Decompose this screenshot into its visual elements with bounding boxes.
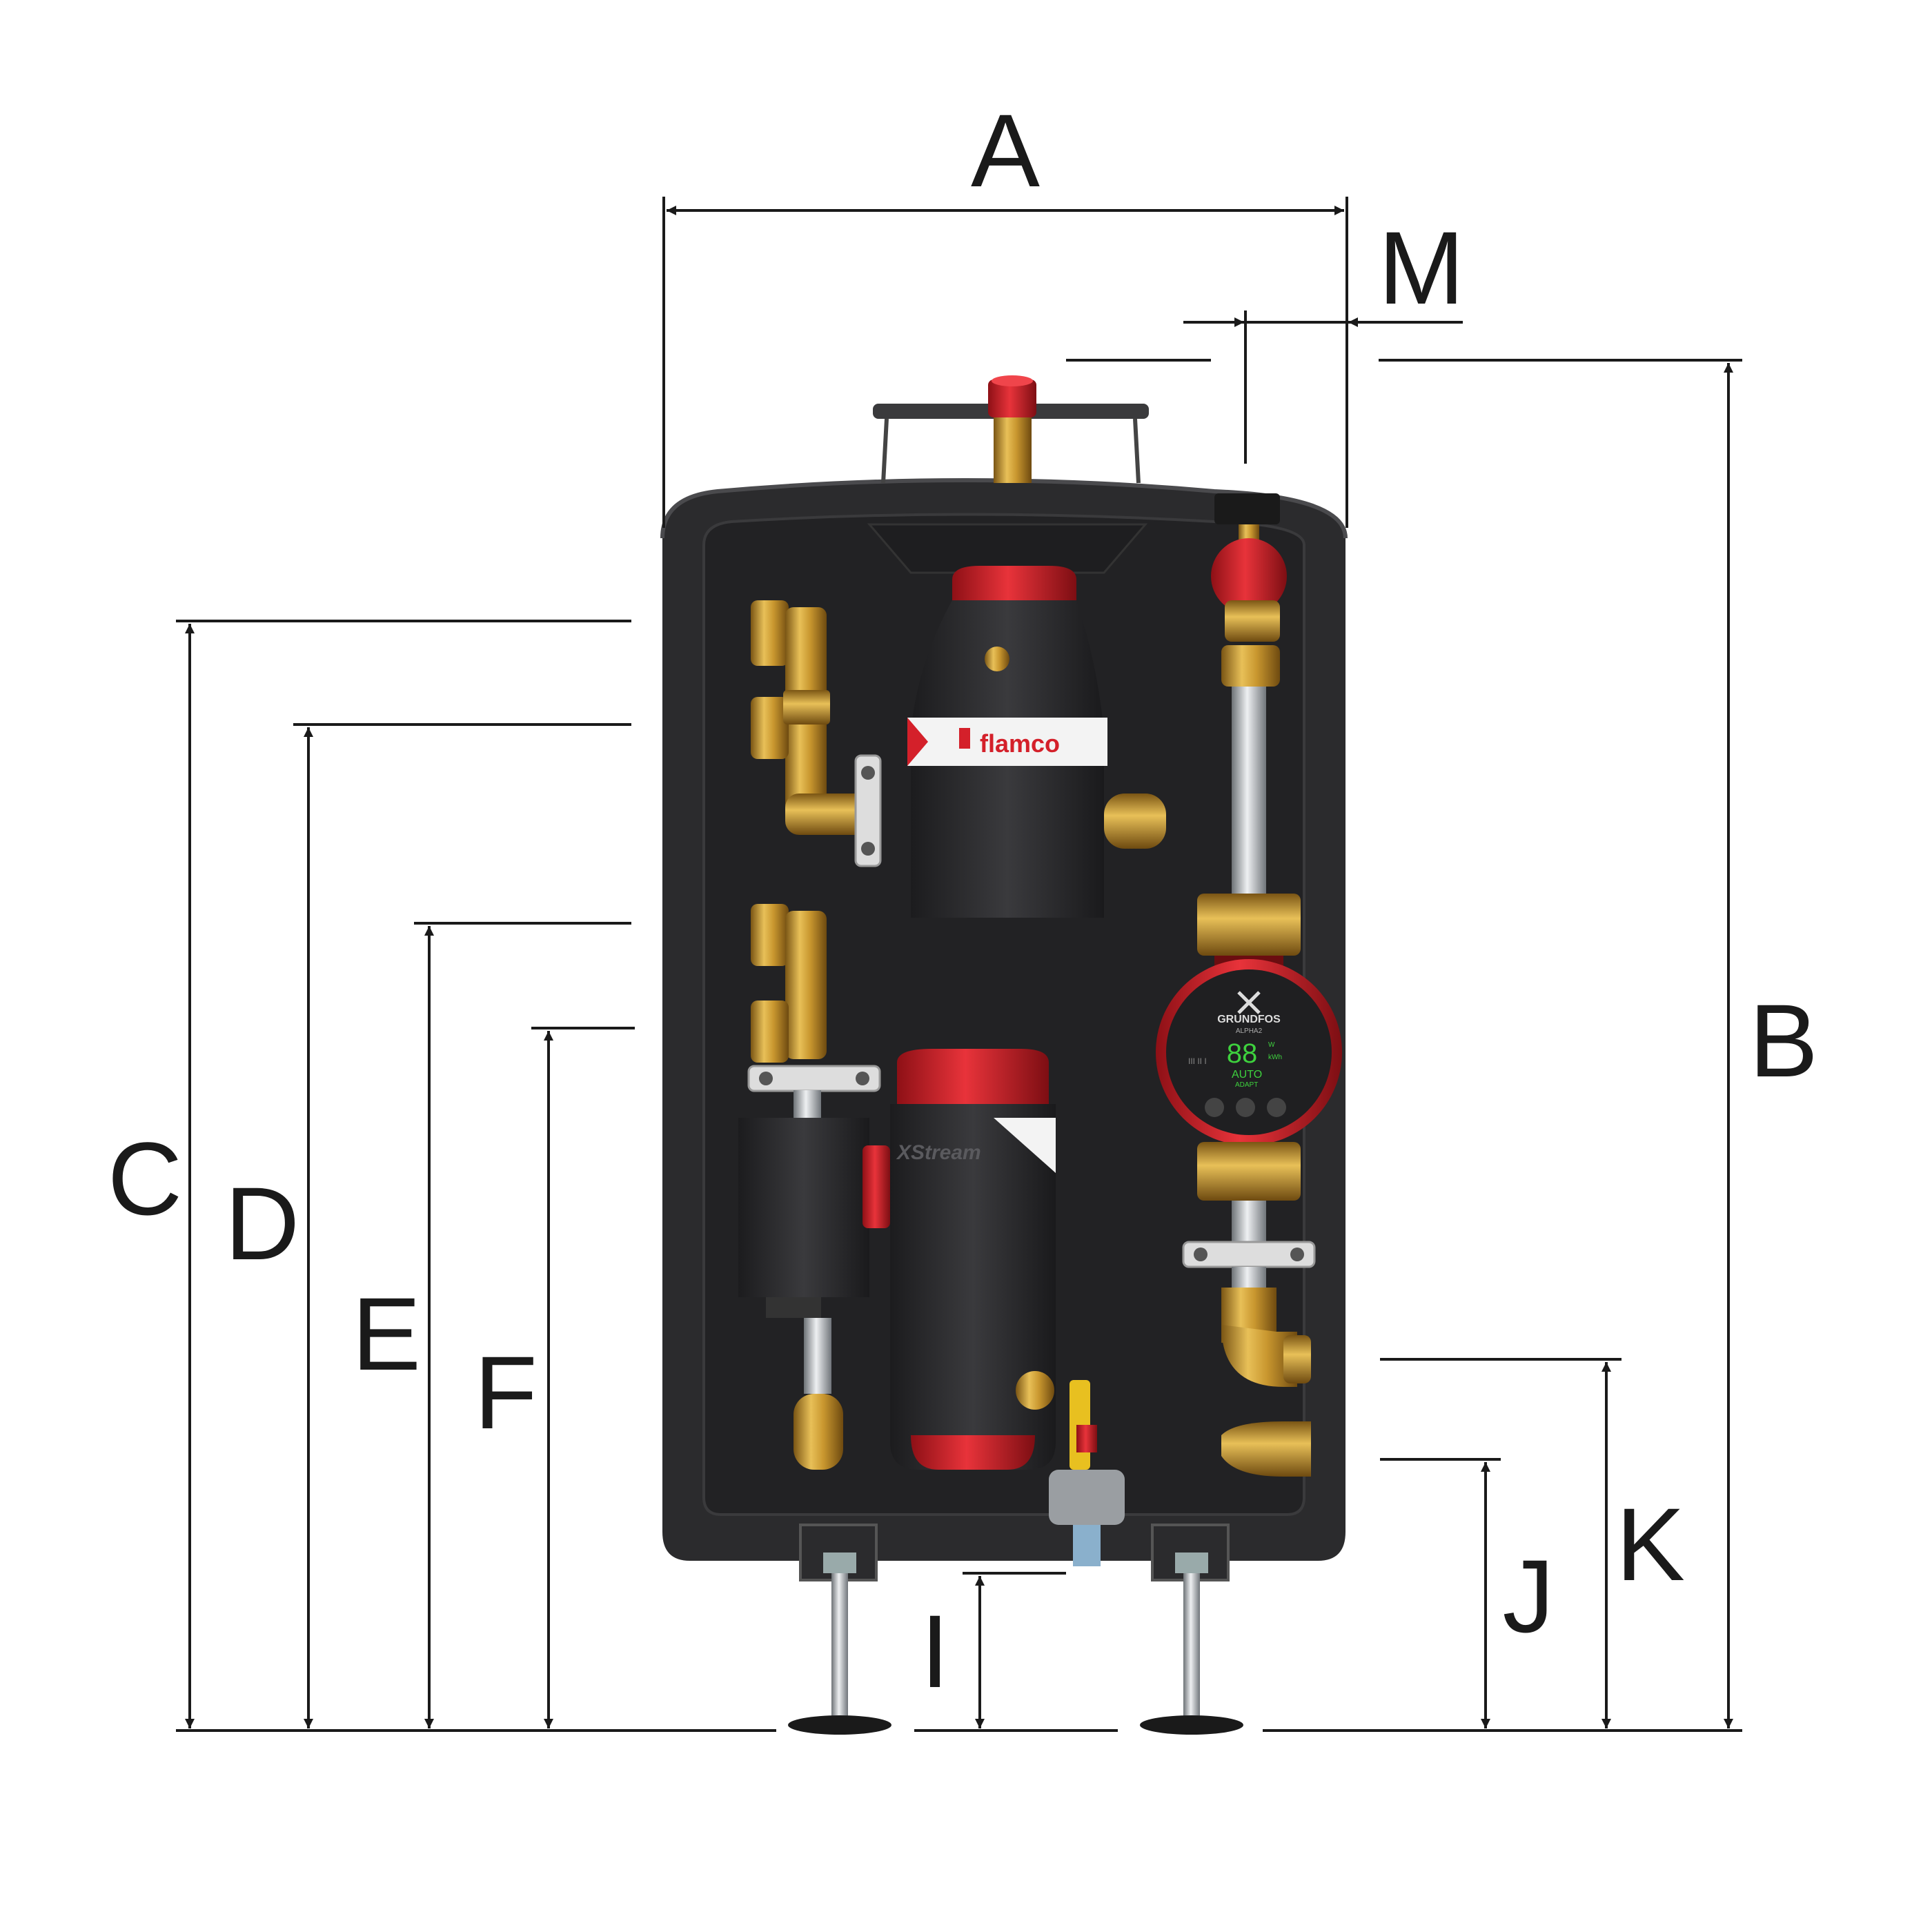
pump-left-button: [1205, 1098, 1224, 1117]
dim-label-j: J: [1503, 1538, 1555, 1654]
dim-label-d: D: [225, 1165, 299, 1281]
dim-label-c: C: [108, 1121, 182, 1236]
air-separator-top: flamco: [907, 566, 1166, 918]
dimension-j: J: [1380, 1458, 1555, 1728]
left-upper-brass-fitting: [751, 600, 882, 867]
dimension-f: F: [474, 1027, 635, 1728]
dim-label-i: I: [920, 1593, 949, 1709]
pump-unit-kwh: kWh: [1268, 1054, 1282, 1061]
right-lower-pipe: [1182, 1142, 1316, 1477]
circulator-pump: GRUNDFOS ALPHA2 88 W kWh AUTO ADAPT III …: [1156, 956, 1342, 1145]
dimension-e: E: [352, 922, 631, 1728]
pump-display-value: 88: [1227, 1038, 1258, 1069]
dim-label-f: F: [474, 1334, 538, 1450]
dimension-i: I: [920, 1572, 1066, 1728]
pump-mode-button: [1267, 1098, 1286, 1117]
dim-label-b: B: [1749, 983, 1818, 1098]
flamco-logo-text: flamco: [980, 729, 1060, 758]
dirt-separator-bottom: XStream: [738, 1049, 1056, 1470]
grundfos-logo-icon: [1237, 991, 1261, 1014]
left-lower-brass-fitting: [747, 904, 881, 1118]
pump-bars: III II I: [1188, 1056, 1207, 1066]
dim-label-m: M: [1379, 210, 1465, 326]
pump-model-text: ALPHA2: [1236, 1027, 1263, 1035]
mounting-feet: [788, 1524, 1243, 1735]
dim-label-e: E: [352, 1276, 421, 1392]
xstream-text: XStream: [896, 1141, 981, 1164]
dimension-c: C: [108, 620, 631, 1728]
pump-next-button: [1236, 1098, 1255, 1117]
drain-valve: [1016, 1371, 1125, 1566]
dimension-k: K: [1380, 1358, 1685, 1728]
pump-unit-w: W: [1268, 1041, 1275, 1049]
dimension-m: M: [1066, 210, 1464, 464]
right-pipe-assembly: [1197, 493, 1301, 956]
pump-mode-adapt: ADAPT: [1235, 1081, 1258, 1089]
dim-label-k: K: [1616, 1486, 1685, 1602]
pump-brand-text: GRUNDFOS: [1217, 1014, 1281, 1025]
dim-label-a: A: [971, 92, 1040, 208]
top-air-vent: [988, 375, 1036, 483]
pump-mode-auto: AUTO: [1232, 1069, 1262, 1081]
dimension-d: D: [225, 723, 631, 1728]
dimension-a: A: [662, 92, 1348, 528]
dimension-b: B: [1379, 359, 1818, 1728]
